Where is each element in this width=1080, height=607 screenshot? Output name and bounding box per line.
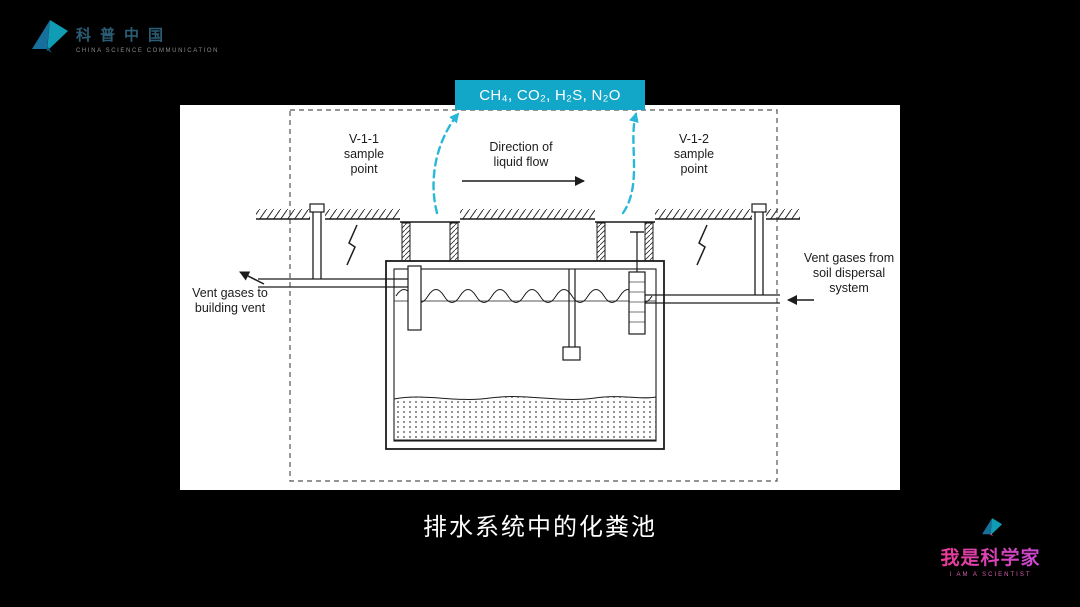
sample-point-left-label: V-1-1 sample point (343, 132, 385, 176)
butterfly-icon (981, 518, 1002, 537)
logo-en-text: CHINA SCIENCE COMMUNICATION (76, 48, 220, 54)
sample-point-right-label: V-1-2 sample point (673, 132, 715, 176)
gas-molecules-label: CH₄, CO₂, H₂S, N₂O (455, 80, 645, 110)
logo-cn-text: 我是科学家 (928, 543, 1053, 570)
i-am-a-scientist-logo: 我是科学家 I AM A SCIENTIST (928, 517, 1053, 578)
vent-left-label: Vent gases to building vent (192, 286, 268, 315)
logo-text-block: 科普中国 CHINA SCIENCE COMMUNICATION (76, 18, 219, 54)
logo-en-text: I AM A SCIENTIST (949, 572, 1032, 578)
logo-cn-text: 科普中国 (76, 27, 173, 44)
butterfly-icon (32, 20, 68, 53)
flow-direction-label: Direction of liquid flow (489, 140, 553, 169)
slide-caption: 排水系统中的化粪池 (423, 514, 657, 541)
vent-right-label: Vent gases from soil dispersal system (803, 251, 895, 295)
china-science-communication-logo: 科普中国 CHINA SCIENCE COMMUNICATION (28, 18, 219, 54)
